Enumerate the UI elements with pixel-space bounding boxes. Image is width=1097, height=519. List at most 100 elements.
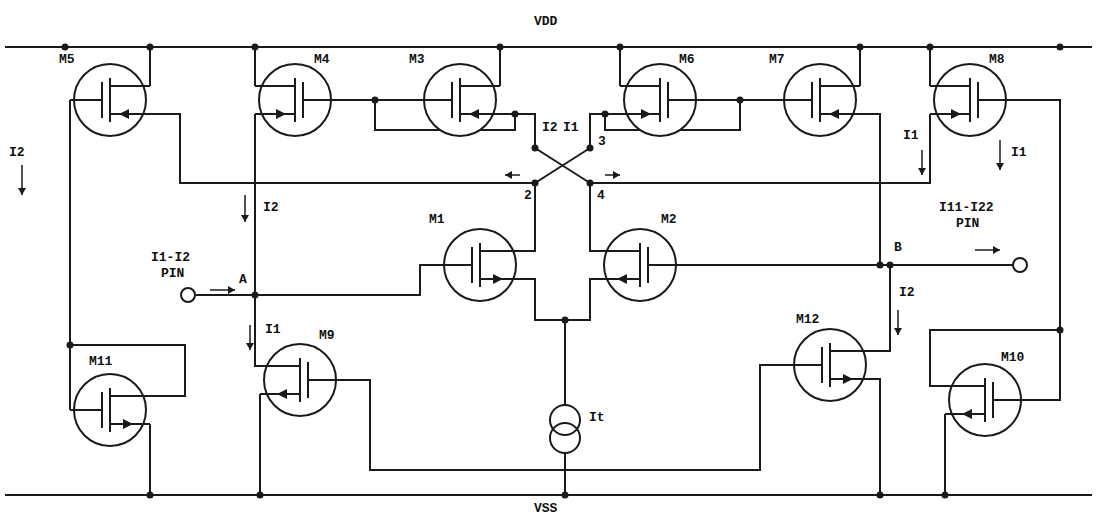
device-name: M7 <box>768 52 786 67</box>
pin-name: PIN <box>955 216 980 231</box>
wire <box>254 47 256 86</box>
current-label: I2 <box>541 120 559 135</box>
node-number: 4 <box>596 188 606 203</box>
mosfet-symbol <box>790 329 870 401</box>
junction-dot <box>67 342 74 349</box>
junction-dot <box>512 111 519 118</box>
pin-terminal <box>181 288 195 302</box>
mosfet-symbol <box>440 229 520 301</box>
current-label: I1 <box>264 322 282 337</box>
device-name: M2 <box>660 212 678 227</box>
mosfet-symbol <box>255 64 335 136</box>
node-name: B <box>893 240 903 255</box>
pin-name: PIN <box>160 266 185 281</box>
mosfet-symbol <box>945 364 1025 436</box>
wire <box>859 47 861 86</box>
device-name: M5 <box>58 52 76 67</box>
junction-dot <box>1057 44 1064 51</box>
junction-dot <box>372 97 379 104</box>
mosfet-symbol <box>600 229 680 301</box>
node-number: 2 <box>523 188 533 203</box>
junction-dot <box>532 180 539 187</box>
current-label: I2 <box>898 285 916 300</box>
rail-name: VSS <box>533 501 558 516</box>
junction-dot <box>942 492 949 499</box>
mosfet-symbol <box>260 344 340 416</box>
wire <box>149 47 151 86</box>
device-name: M9 <box>318 328 336 343</box>
current-source <box>550 405 580 453</box>
current-label: I2 <box>8 145 26 160</box>
pin-name: I1-I2 <box>150 250 191 265</box>
junction-dot <box>62 44 69 51</box>
node-number: 3 <box>597 134 607 149</box>
wire <box>929 47 931 86</box>
mosfet-symbol <box>930 64 1010 136</box>
wire <box>860 114 880 265</box>
junction-dot <box>252 44 259 51</box>
current-label: I2 <box>262 200 280 215</box>
junction-dot <box>562 492 569 499</box>
wire <box>520 183 535 251</box>
junction-dot <box>617 44 624 51</box>
junction-dot <box>257 492 264 499</box>
junction-dot <box>562 317 569 324</box>
wire <box>870 379 880 495</box>
junction-dot <box>147 44 154 51</box>
junction-dot <box>877 262 884 269</box>
pin-name: I11-I22 <box>938 200 995 215</box>
wire <box>619 47 621 86</box>
device-name: M10 <box>1000 350 1025 365</box>
current-arrow <box>18 140 1004 350</box>
device-name: M11 <box>88 354 113 369</box>
device-name: M6 <box>678 52 696 67</box>
junction-dot <box>877 492 884 499</box>
wire <box>500 114 535 148</box>
junction-dot <box>1057 327 1064 334</box>
current-label: I1 <box>562 120 580 135</box>
junction-dot <box>252 292 259 299</box>
wire <box>944 414 946 495</box>
wire <box>340 365 790 470</box>
current-label: I1 <box>902 128 920 143</box>
mosfet-symbol <box>780 64 860 136</box>
device-name: M12 <box>795 312 820 327</box>
wire <box>5 494 1092 496</box>
source-name: It <box>588 410 606 425</box>
wire <box>680 264 1013 266</box>
wire <box>535 148 590 183</box>
node-name: A <box>238 272 248 287</box>
junction-dot <box>587 145 594 152</box>
wire <box>149 424 151 495</box>
wire <box>564 320 566 405</box>
pin-terminal <box>1013 258 1027 272</box>
device-name: M1 <box>428 212 446 227</box>
device-name: M8 <box>988 52 1006 67</box>
wire <box>564 453 566 495</box>
junction-dot <box>602 111 609 118</box>
wire <box>870 265 890 351</box>
wire <box>520 279 600 320</box>
current-label: I1 <box>1010 145 1028 160</box>
device-name: M3 <box>408 52 426 67</box>
wire <box>499 47 501 86</box>
junction-dot <box>532 145 539 152</box>
junction-dot <box>497 44 504 51</box>
junction-dot <box>857 44 864 51</box>
mosfet-symbol <box>420 64 500 136</box>
junction-dot <box>927 44 934 51</box>
mosfet-symbol <box>70 64 150 136</box>
wire <box>535 148 590 183</box>
junction-dot <box>587 180 594 187</box>
junction-dot <box>887 262 894 269</box>
wire <box>69 100 71 410</box>
wire <box>255 114 260 366</box>
mosfet-symbol <box>70 374 150 446</box>
wire <box>196 265 440 295</box>
rail-name: VDD <box>533 14 558 29</box>
wire <box>259 394 261 495</box>
mosfet-symbol <box>620 64 700 136</box>
junction-dot <box>737 97 744 104</box>
junction-dot <box>147 492 154 499</box>
